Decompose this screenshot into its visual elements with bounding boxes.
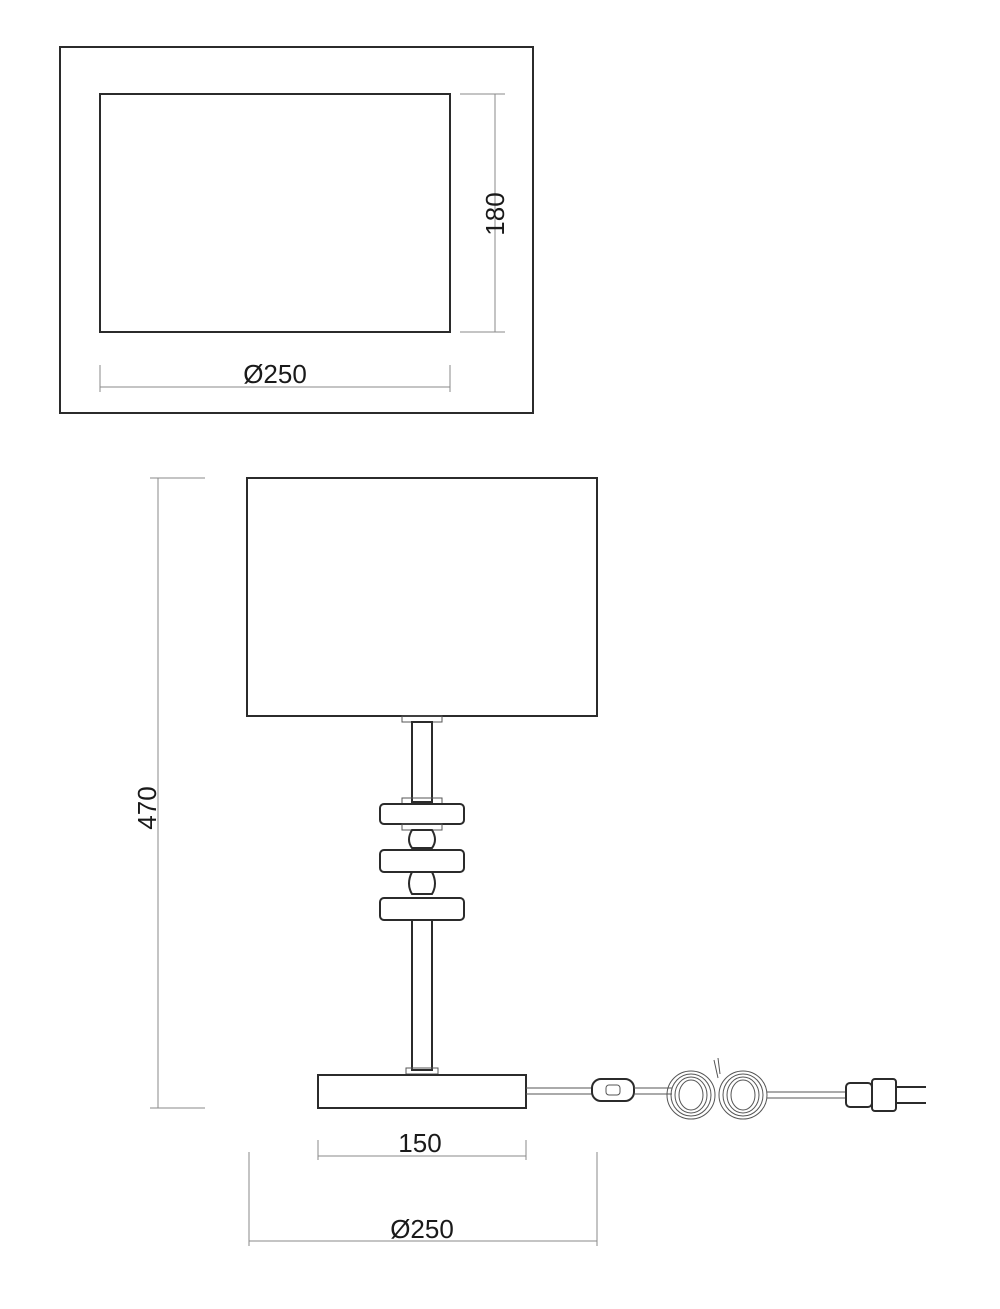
side-view: 470 xyxy=(132,477,926,1246)
top-height-dimension: 180 xyxy=(460,93,510,333)
stem-connector-1 xyxy=(408,829,436,849)
total-height-dimension: 470 xyxy=(132,477,205,1109)
upper-stem xyxy=(411,721,433,803)
bottom-diameter-label: Ø250 xyxy=(390,1214,454,1244)
top-diameter-dimension: Ø250 xyxy=(99,359,451,392)
top-view: 180 Ø250 xyxy=(59,46,534,414)
lamp-base xyxy=(317,1074,527,1109)
coiled-cord-icon xyxy=(666,1057,768,1120)
lamp-shade xyxy=(246,477,598,717)
stem-connector-2 xyxy=(408,871,436,895)
total-height-label: 470 xyxy=(132,786,162,829)
lower-stem xyxy=(411,919,433,1071)
top-view-frame xyxy=(59,46,534,414)
bottom-diameter-dimension: Ø250 xyxy=(248,1152,598,1246)
stem-disc-2 xyxy=(379,849,465,873)
top-height-label: 180 xyxy=(480,192,510,235)
top-diameter-label: Ø250 xyxy=(243,359,307,389)
top-view-shade xyxy=(99,93,451,333)
stem-disc-1 xyxy=(379,803,465,825)
base-width-dimension: 150 xyxy=(317,1128,527,1160)
base-width-label: 150 xyxy=(398,1128,441,1158)
plug-icon xyxy=(845,1078,926,1112)
stem-disc-3 xyxy=(379,897,465,921)
power-cord xyxy=(526,1057,926,1120)
inline-switch-icon xyxy=(591,1078,635,1102)
